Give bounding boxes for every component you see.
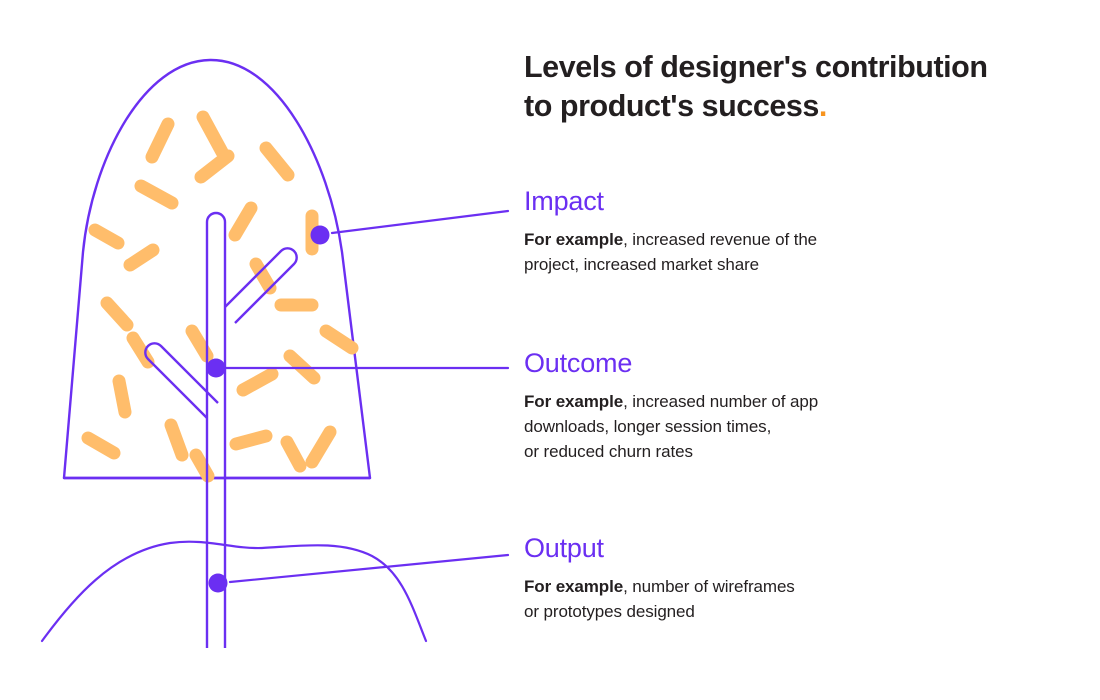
leaf-dash bbox=[164, 418, 189, 462]
page-title-line-2: to product's success bbox=[524, 89, 819, 124]
page-title: Levels of designer's contribution to prod… bbox=[524, 48, 1069, 126]
level-body-output: , number of wireframes or prototypes des… bbox=[524, 577, 795, 622]
level-body-impact: , increased revenue of the project, incr… bbox=[524, 230, 818, 275]
leaf-dash bbox=[185, 324, 214, 363]
leaf-dash bbox=[194, 149, 235, 184]
leaf-dash bbox=[236, 367, 279, 397]
leaf-dash bbox=[134, 179, 179, 210]
level-body-outcome: , increased number of app downloads, lon… bbox=[524, 392, 819, 462]
leaf-dash bbox=[305, 425, 337, 469]
level-heading-impact: Impact bbox=[524, 186, 604, 216]
leaf-dash bbox=[280, 435, 307, 473]
level-description-impact: For example, increased revenue of the pr… bbox=[524, 228, 1044, 278]
leaf-dash bbox=[81, 431, 121, 460]
level-block-output: Output For example, number of wireframes… bbox=[524, 533, 1044, 625]
leaf-dash bbox=[229, 429, 273, 451]
leaf-dash bbox=[88, 223, 125, 250]
content-column: Levels of designer's contribution to prod… bbox=[524, 0, 1084, 700]
tree-illustration bbox=[0, 0, 520, 700]
leaf-cluster bbox=[81, 110, 359, 483]
impact-dot[interactable] bbox=[310, 225, 330, 245]
leaf-dash bbox=[145, 117, 175, 164]
level-description-outcome: For example, increased number of app dow… bbox=[524, 390, 1044, 465]
leaf-dash bbox=[228, 201, 258, 242]
title-accent-dot: . bbox=[818, 89, 827, 124]
leaf-dash bbox=[319, 324, 359, 355]
level-description-output: For example, number of wireframes or pro… bbox=[524, 575, 1044, 625]
outcome-dot[interactable] bbox=[206, 358, 226, 378]
level-lead-output: For example bbox=[524, 577, 624, 597]
page-title-line-1: Levels of designer's contribution bbox=[524, 50, 988, 84]
level-lead-outcome: For example bbox=[524, 392, 624, 412]
ground-hill-curve bbox=[40, 540, 428, 643]
leaf-dash bbox=[259, 141, 295, 182]
level-lead-impact: For example bbox=[524, 230, 624, 250]
tree-trunk-outline bbox=[144, 211, 298, 648]
leaf-dash bbox=[196, 110, 229, 159]
leaf-dash bbox=[100, 296, 134, 332]
level-heading-outcome: Outcome bbox=[524, 348, 633, 378]
leaf-dash bbox=[123, 243, 160, 272]
leaf-dash bbox=[249, 257, 277, 295]
leaf-dash bbox=[112, 374, 132, 419]
impact-leader-line bbox=[330, 209, 510, 235]
output-leader-line bbox=[228, 553, 510, 584]
level-heading-output: Output bbox=[524, 533, 604, 563]
output-dot[interactable] bbox=[208, 573, 228, 593]
tree-canopy-outline bbox=[62, 58, 372, 480]
level-block-impact: Impact For example, increased revenue of… bbox=[524, 186, 1044, 278]
leaf-dash bbox=[126, 331, 155, 369]
level-block-outcome: Outcome For example, increased number of… bbox=[524, 348, 1044, 465]
